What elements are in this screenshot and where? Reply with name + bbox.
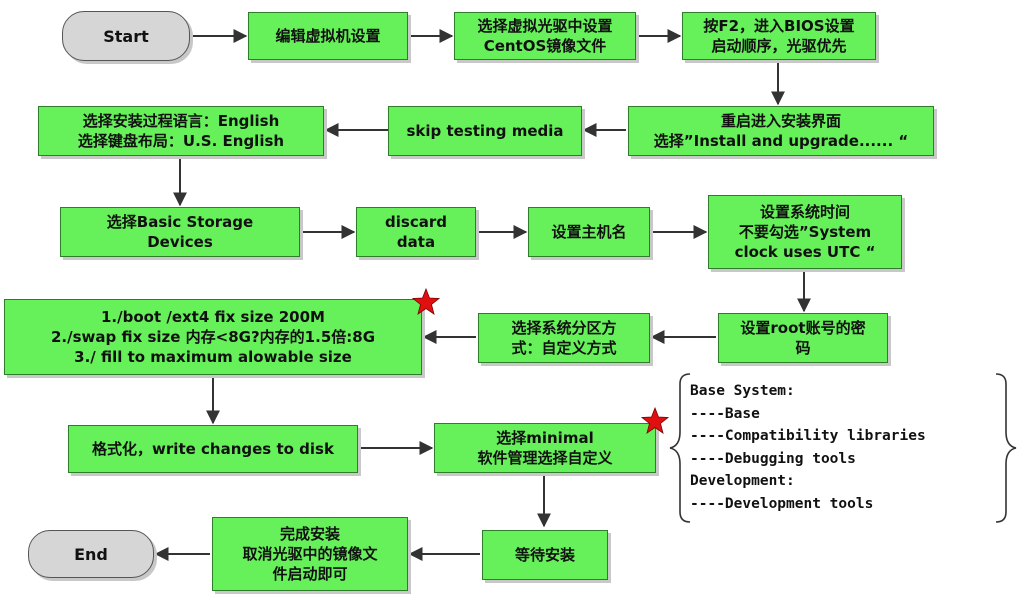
discard-data-step: discard data <box>356 207 476 257</box>
edit-vm-step: 编辑虚拟机设置 <box>248 12 408 60</box>
bios-step: 按F2，进入BIOS设置 启动顺序，光驱优先 <box>682 12 876 60</box>
note-line: Base System: <box>690 383 795 399</box>
note-line: ----Compatibility libraries <box>690 428 926 444</box>
right-brace <box>995 373 1017 523</box>
skip-media-step: skip testing media <box>388 106 582 156</box>
note-line: Development: <box>690 473 795 489</box>
format-disk-step: 格式化，write changes to disk <box>68 425 358 473</box>
star-icon <box>641 407 669 434</box>
set-hostname-step: 设置主机名 <box>528 207 650 257</box>
reboot-install-step: 重启进入安装界面 选择”Install and upgrade...... “ <box>628 106 934 156</box>
partition-method-step: 选择系统分区方 式：自定义方式 <box>478 313 650 363</box>
complete-install-step: 完成安装 取消光驱中的镜像文 件启动即可 <box>212 517 408 591</box>
set-time-step: 设置系统时间 不要勾选”System clock uses UTC “ <box>708 195 902 269</box>
basic-storage-step: 选择Basic Storage Devices <box>60 207 300 257</box>
star-icon <box>412 288 440 315</box>
end-terminal: End <box>28 530 154 578</box>
start-terminal: Start <box>62 11 190 61</box>
note-line: ----Development tools <box>690 495 874 512</box>
wait-install-step: 等待安装 <box>482 530 608 580</box>
note-line: ----Debugging tools <box>690 450 856 467</box>
select-language-step: 选择安装过程语言：English 选择键盘布局：U.S. English <box>38 106 324 156</box>
package-groups-note: Base System: ----Base ----Compatibility … <box>690 380 990 515</box>
select-minimal-step: 选择minimal 软件管理选择自定义 <box>434 423 656 473</box>
select-iso-step: 选择虚拟光驱中设置 CentOS镜像文件 <box>454 12 636 60</box>
partition-sizes-step: 1./boot /ext4 fix size 200M 2./swap fix … <box>4 299 422 375</box>
note-line: ----Base <box>690 405 760 422</box>
left-brace <box>669 373 691 523</box>
root-password-step: 设置root账号的密 码 <box>718 313 888 363</box>
